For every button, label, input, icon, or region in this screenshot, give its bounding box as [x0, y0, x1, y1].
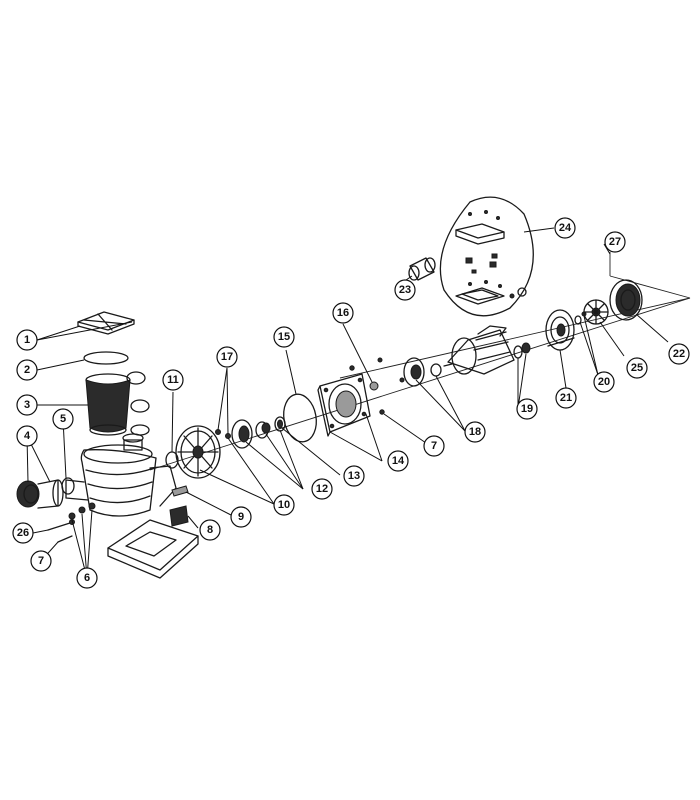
part-6-drain-plugs [68, 502, 96, 520]
callout-2-label: 2 [24, 364, 30, 376]
callout-10: 10 [273, 494, 295, 516]
part-3-strainer-basket [85, 371, 150, 436]
callout-20: 20 [593, 371, 615, 393]
callout-1-label: 1 [24, 334, 30, 346]
part-8-pump-base [107, 505, 199, 579]
callout-24: 24 [554, 217, 576, 239]
callout-14-label: 14 [392, 455, 405, 467]
part-2-o-ring [83, 351, 129, 365]
part-7-screw-left [57, 535, 73, 543]
callout-22-label: 22 [673, 348, 685, 360]
callout-18: 18 [464, 421, 486, 443]
part-17-screws [215, 429, 231, 439]
callout-11: 11 [162, 369, 184, 391]
callout-19-label: 19 [521, 403, 533, 415]
callout-9: 9 [230, 506, 252, 528]
callout-17-label: 17 [221, 351, 233, 363]
callout-20-label: 20 [598, 376, 610, 388]
part-15-large-o-ring [283, 393, 317, 443]
callout-15-label: 15 [278, 331, 290, 343]
part-24-terminal-box [439, 196, 534, 317]
callout-14: 14 [387, 450, 409, 472]
pump-housing [65, 433, 177, 517]
callout-27: 27 [604, 231, 626, 253]
part-1-lid-cross [77, 311, 135, 335]
callout-23: 23 [394, 279, 416, 301]
callout-24-label: 24 [559, 222, 572, 234]
leader-lines [26, 227, 669, 579]
callout-21-label: 21 [560, 392, 572, 404]
callout-12: 12 [311, 478, 333, 500]
part-23-capacitor [408, 257, 436, 281]
callout-25-label: 25 [631, 362, 643, 374]
callout-8: 8 [199, 519, 221, 541]
part-4-union-nut [16, 479, 64, 509]
callout-5: 5 [52, 408, 74, 430]
callout-9-label: 9 [238, 511, 244, 523]
callout-27-label: 27 [609, 236, 621, 248]
callout-4-label: 4 [24, 430, 31, 442]
callout-22: 22 [668, 343, 690, 365]
callout-10-label: 10 [278, 499, 290, 511]
callout-11-label: 11 [167, 374, 179, 386]
callout-8-label: 8 [207, 524, 213, 536]
callout-4: 4 [16, 425, 38, 447]
callout-3-label: 3 [24, 399, 30, 411]
part-19-bearings [513, 342, 531, 359]
motor-body [443, 325, 515, 375]
callout-7-left-label: 7 [38, 555, 44, 567]
part-10-diffuser [175, 425, 221, 479]
callout-16: 16 [332, 302, 354, 324]
callout-1: 1 [16, 329, 38, 351]
part-9-spacer [171, 485, 189, 497]
callout-19: 19 [516, 398, 538, 420]
callout-17: 17 [216, 346, 238, 368]
callout-23-label: 23 [399, 284, 411, 296]
callout-6: 6 [76, 567, 98, 589]
callout-2: 2 [16, 359, 38, 381]
part-18-end-bracket [399, 357, 442, 387]
callout-5-label: 5 [60, 413, 66, 425]
callout-7-left: 7 [30, 550, 52, 572]
callout-26: 26 [12, 522, 34, 544]
part-5-sealing-ring [61, 477, 75, 495]
callout-26-label: 26 [17, 527, 29, 539]
callout-7-right: 7 [423, 435, 445, 457]
part-25-fan [583, 299, 609, 325]
callout-13-label: 13 [348, 470, 360, 482]
callout-21: 21 [555, 387, 577, 409]
callout-18-label: 18 [469, 426, 481, 438]
callout-3: 3 [16, 394, 38, 416]
callout-6-label: 6 [84, 572, 90, 584]
callout-13: 13 [343, 465, 365, 487]
callout-16-label: 16 [337, 307, 349, 319]
part-16-hardware [349, 357, 385, 415]
part-3-basket-fittings [126, 371, 150, 436]
part-14-seal-plate [317, 373, 371, 437]
part-12-impeller [231, 419, 271, 449]
part-26-screw [47, 519, 75, 531]
callout-12-label: 12 [316, 483, 328, 495]
callout-15: 15 [273, 326, 295, 348]
part-22-fan-cover [609, 279, 643, 321]
callout-7-right-label: 7 [431, 440, 437, 452]
callout-25: 25 [626, 357, 648, 379]
